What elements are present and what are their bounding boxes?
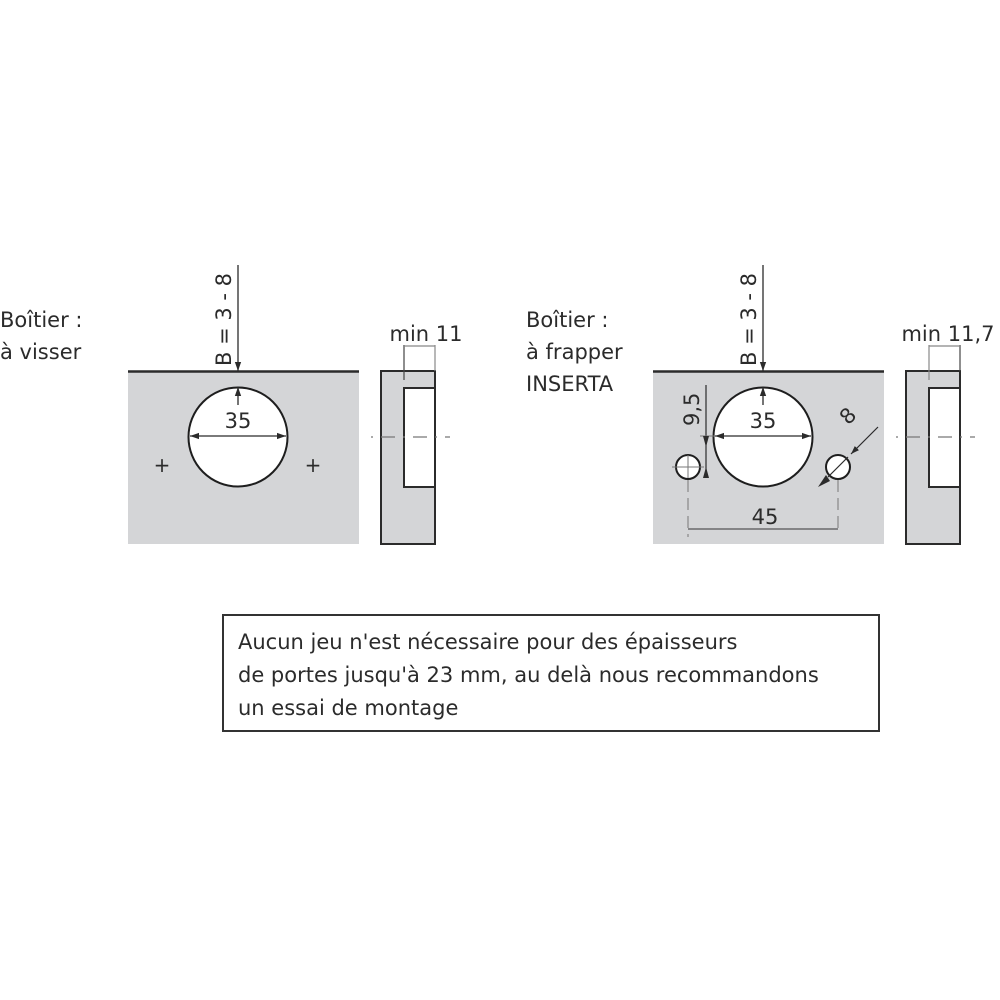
right-title-line1: Boîtier : [526, 308, 609, 332]
right-min-label: min 11,7 [901, 322, 994, 346]
right-cup-diameter-label: 35 [750, 409, 777, 433]
left-title: Boîtier : à visser [0, 304, 82, 368]
left-min-label: min 11 [390, 322, 463, 346]
right-title-line3: INSERTA [526, 372, 614, 396]
right-front-view: B = 3 - 8 35 9,5 8 45 [653, 265, 884, 544]
note-box: Aucun jeu n'est nécessaire pour des épai… [222, 614, 880, 732]
left-b-label: B = 3 - 8 [212, 273, 236, 366]
right-side-view: min 11,7 [896, 322, 995, 545]
right-title: Boîtier : à frapper INSERTA [526, 304, 623, 400]
right-title-line2: à frapper [526, 340, 623, 364]
left-title-line2: à visser [0, 340, 82, 364]
right-b-label: B = 3 - 8 [737, 273, 761, 366]
left-cup-diameter-label: 35 [225, 409, 252, 433]
note-line-1: Aucun jeu n'est nécessaire pour des épai… [238, 630, 738, 654]
right-dowel-diameter-line [850, 426, 879, 455]
note-line-2: de portes jusqu'à 23 mm, au delà nous re… [238, 663, 819, 687]
left-title-line1: Boîtier : [0, 308, 83, 332]
right-offset-label: 9,5 [680, 393, 704, 426]
note-line-3: un essai de montage [238, 696, 459, 720]
left-screw-mark-1: + [154, 453, 171, 477]
left-side-view: min 11 [371, 322, 463, 545]
right-dowel-spacing-label: 45 [752, 505, 779, 529]
left-screw-mark-2: + [305, 453, 322, 477]
left-front-view: B = 3 - 8 35 + + [128, 265, 359, 544]
